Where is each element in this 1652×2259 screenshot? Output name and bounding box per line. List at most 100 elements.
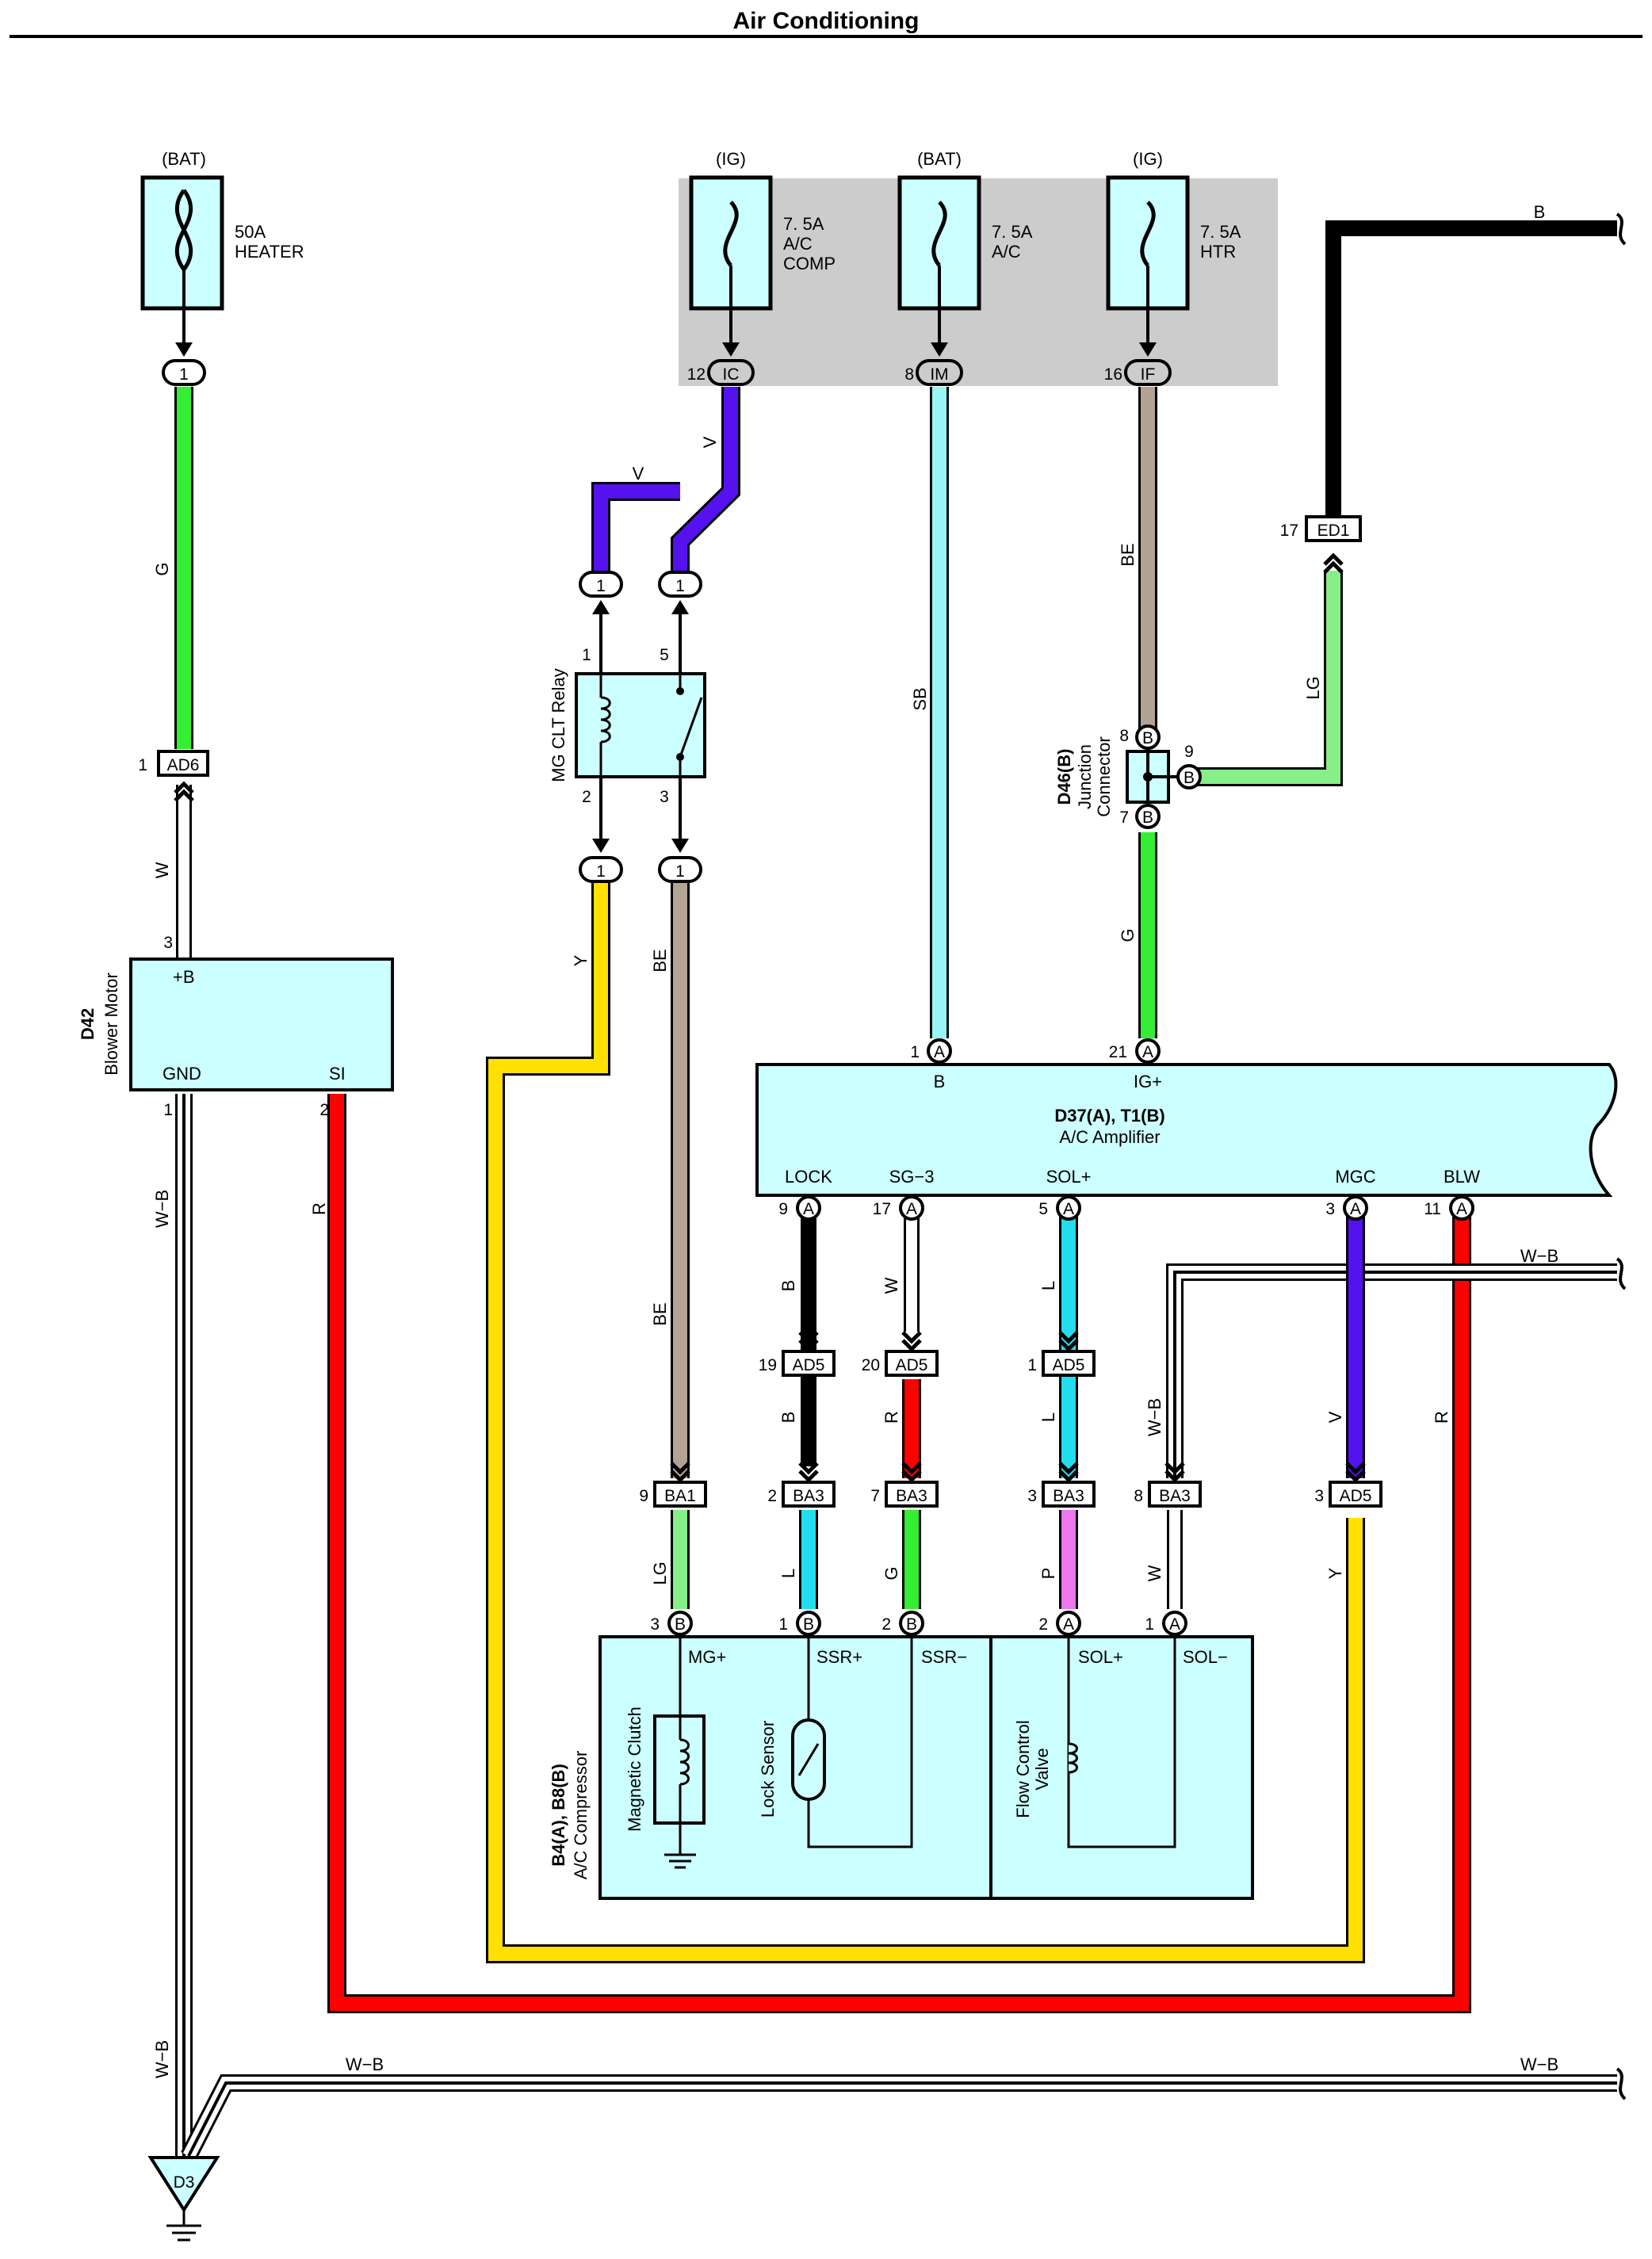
svg-text:BLW: BLW [1444,1167,1480,1187]
svg-text:R: R [881,1411,901,1424]
svg-text:8: 8 [904,365,914,384]
svg-text:1: 1 [910,1043,920,1061]
svg-text:7. 5A: 7. 5A [992,222,1033,242]
svg-text:9: 9 [778,1200,788,1218]
svg-text:A: A [1063,1615,1074,1634]
svg-text:V: V [1325,1411,1345,1423]
svg-text:D37(A), T1(B): D37(A), T1(B) [1054,1106,1164,1126]
svg-text:W: W [881,1277,901,1294]
svg-text:W−B: W−B [152,2040,172,2078]
svg-text:Magnetic Clutch: Magnetic Clutch [625,1707,644,1832]
svg-text:B: B [1142,808,1153,827]
fuse-htr: (IG) 7. 5A HTR [1106,149,1241,357]
svg-text:1: 1 [179,365,189,384]
fuse-heater: (BAT) 50A HEATER [140,149,304,357]
svg-text:SB: SB [910,687,930,710]
svg-text:Lock Sensor: Lock Sensor [758,1721,778,1818]
svg-text:A: A [1169,1615,1180,1634]
svg-text:W−B: W−B [1520,1246,1558,1266]
svg-text:MGC: MGC [1335,1167,1375,1187]
svg-text:A: A [906,1200,917,1218]
svg-text:A/C Amplifier: A/C Amplifier [1059,1127,1160,1147]
svg-text:BA3: BA3 [1159,1487,1191,1505]
svg-text:G: G [881,1566,901,1580]
svg-text:Blower Motor: Blower Motor [101,973,121,1076]
svg-text:19: 19 [759,1356,777,1374]
svg-text:W−B: W−B [1520,2055,1558,2074]
svg-text:3: 3 [1314,1487,1324,1505]
svg-text:BA1: BA1 [664,1487,696,1505]
svg-text:W−B: W−B [152,1190,172,1228]
svg-text:L: L [1038,1281,1058,1290]
svg-text:LOCK: LOCK [785,1167,832,1187]
svg-text:W: W [152,862,172,878]
wire-b-top [1325,220,1617,515]
svg-text:50A: 50A [235,222,266,242]
svg-text:+B: +B [173,967,195,987]
svg-text:3: 3 [1027,1487,1037,1505]
svg-text:A: A [934,1043,945,1061]
svg-text:B: B [803,1615,814,1634]
svg-text:16: 16 [1104,365,1122,384]
ac-compressor: B 3 MG+ B 1 SSR+ B 2 SSR− A 2 SOL+ A 1 S… [549,1611,1254,1900]
svg-text:V: V [633,464,644,484]
svg-text:HTR: HTR [1200,242,1236,262]
svg-text:B: B [934,1072,946,1091]
svg-text:BE: BE [1118,543,1138,566]
svg-text:A: A [1142,1043,1153,1061]
svg-text:SG−3: SG−3 [889,1167,935,1187]
svg-text:AD6: AD6 [167,756,200,774]
svg-text:IC: IC [723,365,740,384]
svg-text:W−B: W−B [346,2055,384,2074]
svg-text:L: L [1038,1412,1058,1422]
conn-ba-row: BA1 9 BA3 2 BA3 7 BA3 3 BA3 8 AD5 3 [639,1463,1382,1508]
svg-text:G: G [152,562,172,575]
svg-text:17: 17 [1280,522,1298,540]
svg-text:(BAT): (BAT) [162,149,206,169]
svg-text:8: 8 [1119,727,1129,745]
svg-text:B4(A), B8(B): B4(A), B8(B) [549,1764,568,1867]
svg-text:(BAT): (BAT) [917,149,962,169]
svg-text:2: 2 [1038,1615,1048,1634]
fuse-ac-comp: (IG) 7. 5A A/C COMP [689,149,836,357]
svg-text:SOL−: SOL− [1183,1647,1228,1667]
ground-d3: D3 [147,2156,220,2242]
fuse-ac: (BAT) 7. 5A A/C [897,149,1033,357]
svg-text:BA3: BA3 [1053,1487,1084,1505]
svg-text:IM: IM [930,365,948,384]
svg-text:7: 7 [1119,808,1129,827]
svg-text:11: 11 [1424,1200,1441,1218]
svg-text:8: 8 [1134,1487,1143,1505]
svg-text:7: 7 [870,1487,880,1505]
conn-ad6: AD6 1 [138,750,209,801]
svg-text:5: 5 [1038,1200,1048,1218]
svg-text:BE: BE [650,1302,670,1325]
svg-text:3: 3 [650,1615,660,1634]
svg-text:A/C: A/C [992,242,1021,262]
svg-text:BA3: BA3 [793,1487,824,1505]
svg-text:AD5: AD5 [1053,1356,1085,1374]
svg-text:B: B [906,1615,917,1634]
svg-text:IG+: IG+ [1134,1072,1162,1091]
svg-text:B: B [778,1412,798,1424]
conn-ed1: ED1 17 [1280,515,1362,572]
mg-clt-relay: 1 1 1 5 2 3 1 1 MG CLT Relay [549,571,706,883]
svg-text:L: L [778,1569,798,1578]
svg-text:21: 21 [1109,1043,1127,1061]
svg-text:1: 1 [596,862,606,881]
svg-text:17: 17 [873,1200,891,1218]
svg-text:20: 20 [862,1356,880,1374]
wire-wb-bottom [181,2074,1617,2161]
svg-text:SOL+: SOL+ [1078,1647,1123,1667]
svg-text:B: B [1534,202,1546,222]
svg-text:GND: GND [163,1064,201,1084]
continuation-marks [1616,212,1627,2100]
svg-text:9: 9 [639,1487,648,1505]
svg-text:BA3: BA3 [896,1487,927,1505]
svg-text:1: 1 [675,577,685,595]
svg-text:1: 1 [675,862,685,881]
svg-text:Y: Y [1325,1567,1345,1579]
svg-text:A/C: A/C [783,234,813,254]
svg-text:A: A [803,1200,814,1218]
ac-amplifier: D37(A), T1(B) A/C Amplifier A 1 B A 21 I… [755,1038,1618,1221]
